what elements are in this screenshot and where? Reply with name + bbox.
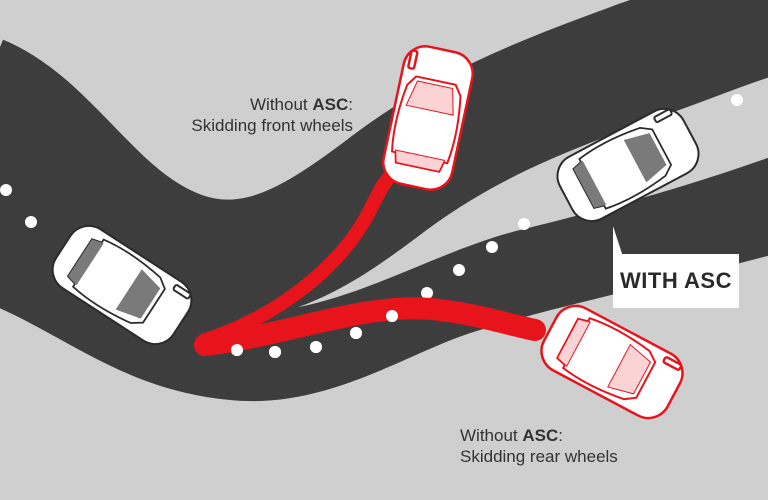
label-front-prefix: Without [250,95,313,114]
skid-dots [231,310,398,358]
label-rear-prefix: Without [460,426,523,445]
label-front-line2: Skidding front wheels [191,116,353,135]
label-skidding-rear: Without ASC: Skidding rear wheels [460,425,720,467]
car-with-asc [548,100,708,230]
label-rear-system: ASC [522,426,559,445]
label-skidding-front: Without ASC: Skidding front wheels [93,94,353,136]
with-asc-callout: WITH ASC [613,254,739,308]
skid-path-front [198,168,399,347]
label-front-suffix: : [348,95,353,114]
car-start [43,216,201,354]
car-skid-front [377,41,479,195]
label-rear-suffix: : [558,426,563,445]
road-lower-section [0,157,768,402]
label-front-system: ASC [312,95,349,114]
skid-path-rear [194,297,546,356]
label-rear-line2: Skidding rear wheels [460,447,618,466]
car-skid-rear [532,296,692,428]
with-asc-label: WITH ASC [620,268,732,293]
